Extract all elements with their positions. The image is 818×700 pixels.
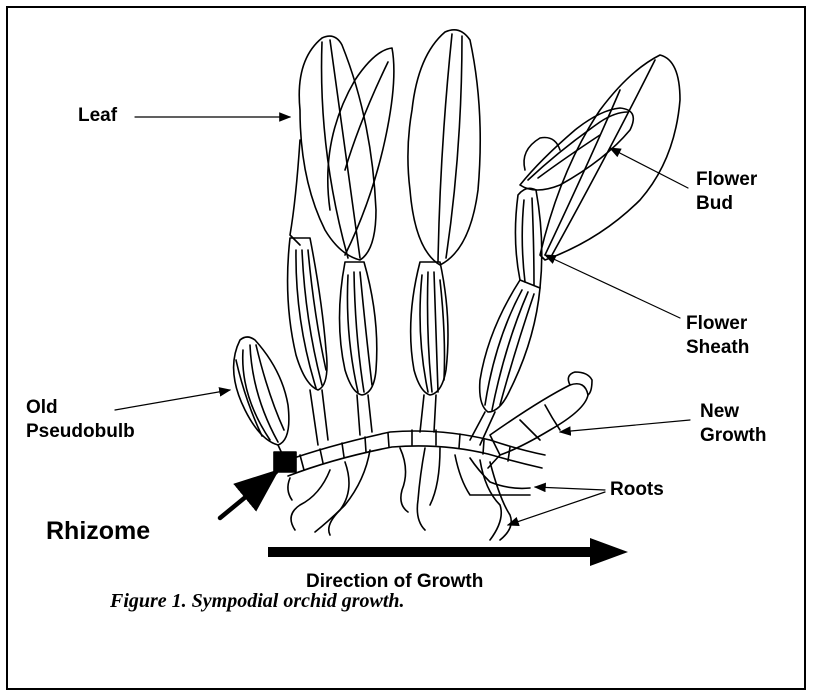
pseudobulb-5-shape: [470, 280, 540, 445]
old-pseudobulb-label-line-1: Old: [26, 396, 135, 420]
flower-bud-label-line-1: Flower: [696, 168, 757, 192]
leaf-label: Leaf: [78, 104, 117, 128]
roots-pointer-a: [535, 487, 605, 490]
direction-arrow: [268, 538, 628, 566]
new-growth-label-line-1: New: [700, 400, 767, 424]
right-leaf-shape: [540, 55, 680, 260]
rhizome-label: Rhizome: [46, 516, 150, 547]
left-back-leaf-shape: [328, 48, 394, 255]
old-pseudobulb-shape: [234, 337, 289, 460]
flower-sheath-label-line-2: Sheath: [686, 336, 749, 360]
pseudobulb-2-shape: [288, 238, 328, 445]
center-leaf-shape: [408, 30, 480, 265]
new-growth-label-line-2: Growth: [700, 424, 767, 448]
pseudobulb-4-shape: [411, 262, 448, 432]
flower-sheath-label: Flower Sheath: [686, 312, 749, 360]
flower-bud-label-line-2: Bud: [696, 192, 757, 216]
flower-sheath-pointer: [545, 255, 680, 318]
flower-sheath-shape: [515, 188, 541, 288]
old-pseudobulb-label: Old Pseudobulb: [26, 396, 135, 444]
leader-lines: [115, 117, 690, 525]
flower-bud-label: Flower Bud: [696, 168, 757, 216]
rhizome-pointer: [220, 472, 276, 518]
new-growth-label: New Growth: [700, 400, 767, 448]
roots-label: Roots: [610, 478, 664, 502]
figure-caption: Figure 1. Sympodial orchid growth.: [110, 590, 405, 613]
flower-sheath-label-line-1: Flower: [686, 312, 749, 336]
pseudobulb-3-shape: [340, 262, 377, 435]
old-pseudobulb-label-line-2: Pseudobulb: [26, 420, 135, 444]
flower-bud-pointer: [610, 148, 688, 188]
new-growth-pointer: [560, 420, 690, 432]
roots-pointer-b: [508, 492, 605, 525]
